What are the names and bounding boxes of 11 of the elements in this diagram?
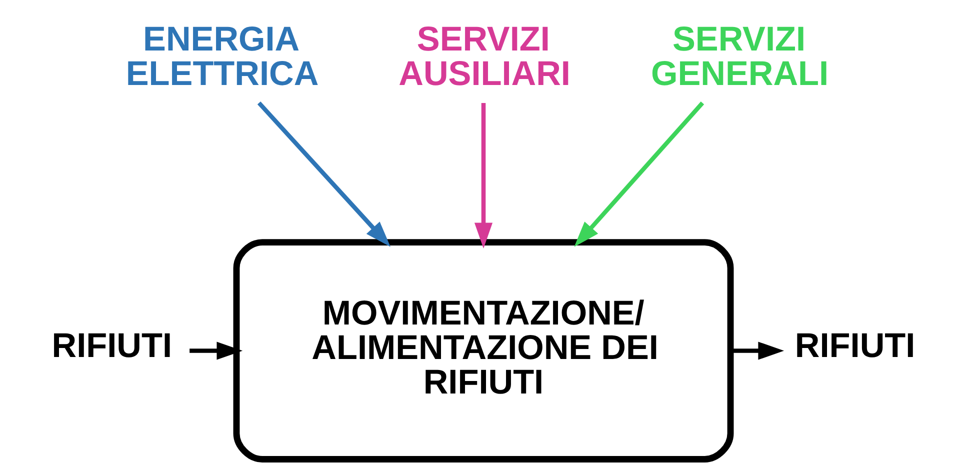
node-text: ENERGIA ELETTRICA: [126, 20, 319, 94]
arrow: [730, 342, 784, 360]
arrow: [190, 342, 243, 360]
node-text: SERVIZI AUSILIARI: [398, 20, 570, 94]
arrow: [474, 102, 493, 249]
node-box: MOVIMENTAZIONE/ ALIMENTAZIONE DEI RIFIUTI: [233, 239, 734, 462]
arrow: [574, 102, 704, 247]
node-text: RIFIUTI: [794, 326, 916, 365]
arrow: [257, 102, 390, 247]
node-text: RIFIUTI: [52, 326, 172, 365]
node-text: SERVIZI GENERALI: [651, 20, 829, 94]
